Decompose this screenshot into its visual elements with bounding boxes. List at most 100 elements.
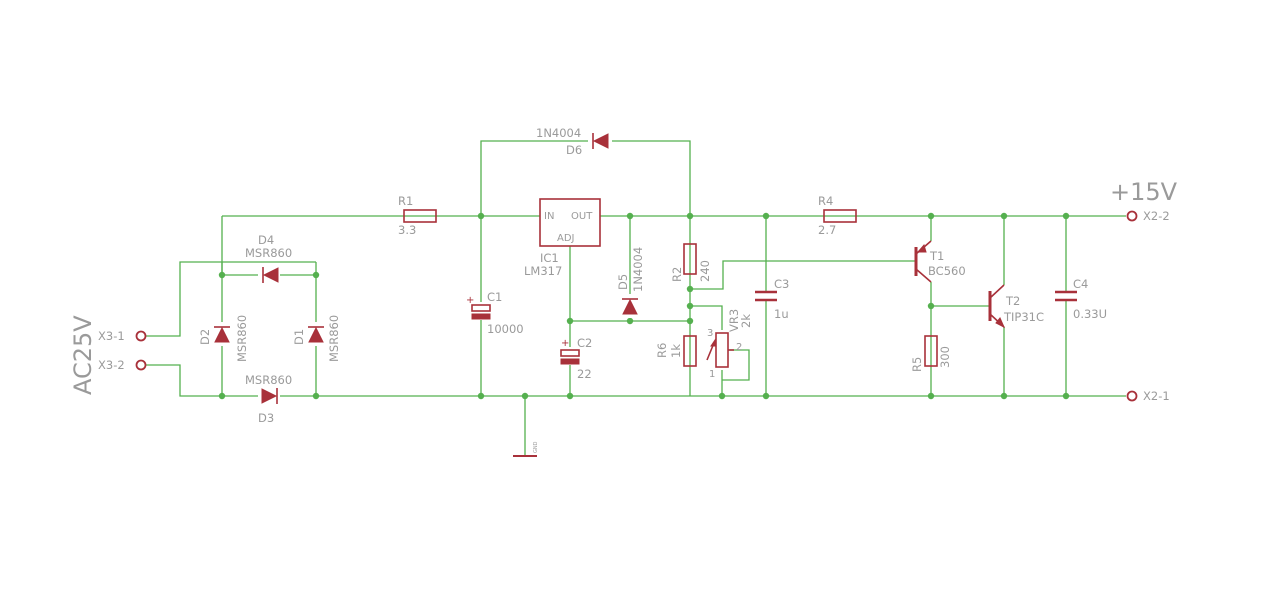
vr3-pin-3: 3 [707,328,713,339]
diode-d6[interactable]: 1N4004 D6 [536,126,612,157]
junction-dot [566,392,574,400]
capacitor-c4-value: 0.33U [1073,307,1107,321]
wire-x3-2 [146,364,222,397]
terminal-x3-2-label: X3-2 [98,358,125,372]
junction-dot [686,285,694,293]
terminal-x3-2[interactable]: X3-2 [98,358,147,372]
potentiometer-vr3-value: 2k [739,314,753,328]
junction-dot [1000,212,1008,220]
resistor-r4[interactable]: R4 2.7 [818,194,857,237]
resistor-r2[interactable]: R2 240 [670,243,712,282]
resistor-r2-ref: R2 [670,267,684,282]
resistor-r2-value: 240 [698,260,712,282]
wire-x3-1 [146,261,316,337]
diode-d4-value: MSR860 [245,246,292,260]
regulator-ic1[interactable]: IN OUT ADJ IC1 LM317 [524,198,601,278]
potentiometer-vr3[interactable]: 1 2 3 VR3 2k [706,309,753,380]
terminal-x2-1-label: X2-1 [1143,389,1170,403]
resistor-r6[interactable]: R6 1k [655,335,697,367]
potentiometer-vr3-ref: VR3 [727,309,741,332]
diode-d1-ref: D1 [292,329,306,345]
resistor-r6-ref: R6 [655,343,669,358]
diode-d4-ref: D4 [258,233,274,247]
capacitor-c3[interactable]: C3 1u [754,277,789,321]
wire-to-t1-base [690,260,916,290]
diode-d5[interactable]: D5 1N4004 [616,247,645,318]
capacitor-c4-ref: C4 [1073,277,1088,291]
diode-d4[interactable]: D4 MSR860 [245,233,292,284]
resistor-r1[interactable]: R1 3.3 [398,194,437,237]
junction-dot [686,212,694,220]
wire-vr3-wiper [722,349,750,381]
junction-dot [686,302,694,310]
resistor-r5[interactable]: R5 300 [910,335,952,372]
junction-dot [1062,212,1070,220]
capacitor-c1-plus: + [466,295,474,306]
ic1-ref: IC1 [540,251,559,265]
resistor-r6-value: 1k [669,344,683,358]
junction-dot [1062,392,1070,400]
ic1-value: LM317 [524,264,562,278]
terminal-x2-1[interactable]: X2-1 [1126,389,1170,403]
capacitor-c1-value: 10000 [487,322,524,336]
resistor-r5-value: 300 [938,346,952,368]
transistor-t1-ref: T1 [929,249,944,263]
diode-d5-value: 1N4004 [631,247,645,292]
capacitor-c2-value: 22 [577,367,592,381]
capacitor-c1[interactable]: + C1 10000 [466,290,524,336]
junction-dot [312,271,320,279]
ic1-pin-in: IN [544,211,554,222]
junction-dot [218,392,226,400]
junction-dot [686,317,694,325]
capacitor-c4[interactable]: C4 0.33U [1054,277,1107,321]
junction-dot [521,392,529,400]
junction-dot [927,212,935,220]
resistor-r4-value: 2.7 [818,223,836,237]
resistor-r1-value: 3.3 [398,223,416,237]
junction-dot [626,317,634,325]
junction-dot [762,392,770,400]
diode-d3-value: MSR860 [245,373,292,387]
resistor-r5-ref: R5 [910,357,924,372]
diode-d1[interactable]: D1 MSR860 [292,315,341,362]
junction-dot [218,271,226,279]
transistor-t1[interactable]: T1 BC560 [914,240,966,283]
transistor-t2-value: TIP31C [1003,310,1044,324]
resistor-r1-ref: R1 [398,194,413,208]
junction-dot [927,302,935,310]
capacitor-c3-ref: C3 [774,277,789,291]
diode-d3[interactable]: MSR860 D3 [245,373,292,425]
terminal-x3-1[interactable]: X3-1 [98,329,147,343]
wire-vr3-top [690,305,723,330]
junction-dot [477,212,485,220]
terminal-x2-2-label: X2-2 [1143,209,1170,223]
capacitor-c2-ref: C2 [577,336,592,350]
wire-d6-loop [480,140,691,216]
junction-dot [477,392,485,400]
ic1-pin-adj: ADJ [557,233,575,244]
diode-d2[interactable]: D2 MSR860 [198,315,249,362]
transistor-t2-ref: T2 [1005,294,1020,308]
capacitor-c2-plus: + [561,338,569,349]
transistor-t1-value: BC560 [928,264,966,278]
capacitor-c1-ref: C1 [487,290,502,304]
diode-d2-ref: D2 [198,329,212,345]
junctions [218,212,1070,400]
junction-dot [927,392,935,400]
junction-dot [626,212,634,220]
output-voltage-label: +15V [1110,178,1178,206]
vr3-pin-2: 2 [736,342,742,353]
capacitor-c2[interactable]: + C2 22 [559,336,592,381]
junction-dot [718,392,726,400]
junction-dot [312,392,320,400]
diode-d3-ref: D3 [258,411,274,425]
diode-d5-ref: D5 [616,274,630,290]
diode-d6-ref: D6 [566,143,582,157]
ground-symbol: GND [513,441,539,457]
diode-d1-value: MSR860 [327,315,341,362]
resistor-r4-ref: R4 [818,194,833,208]
transistor-t2[interactable]: T2 TIP31C [988,284,1044,329]
terminal-x2-2[interactable]: X2-2 [1126,209,1170,223]
ac-input-label: AC25V [69,315,97,395]
